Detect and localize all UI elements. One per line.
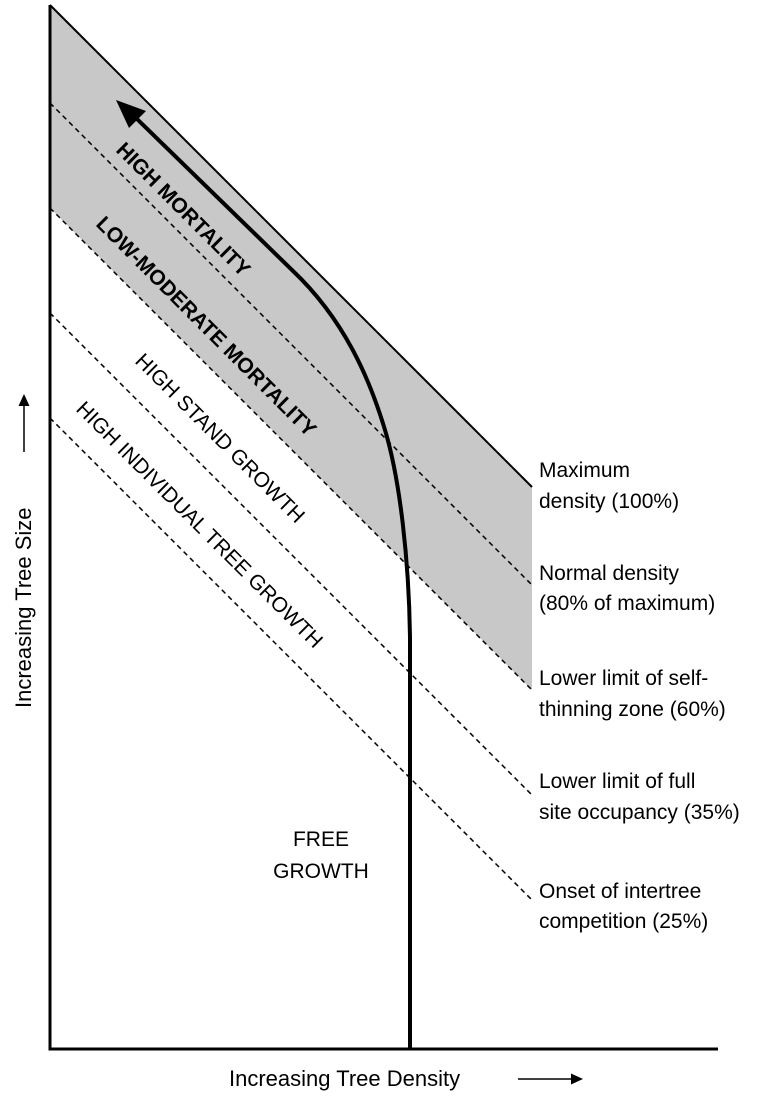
x-axis-arrow-head bbox=[571, 1073, 583, 1085]
label-self-thinning-line1: Lower limit of self- bbox=[539, 667, 708, 690]
label-intertree-competition-line2: competition (25%) bbox=[539, 910, 708, 933]
label-full-occupancy-line1: Lower limit of full bbox=[539, 770, 695, 793]
y-axis-arrow-head bbox=[18, 394, 30, 406]
label-normal-density-line2: (80% of maximum) bbox=[539, 592, 715, 615]
self-thinning-zone-shading bbox=[50, 5, 532, 690]
zone-label-free-growth-line2: GROWTH bbox=[273, 860, 369, 883]
label-full-occupancy-line2: site occupancy (35%) bbox=[539, 801, 740, 824]
intertree-competition-line bbox=[49, 417, 533, 901]
y-axis-label: Increasing Tree Size bbox=[11, 507, 36, 708]
full-occupancy-limit-line bbox=[49, 312, 533, 796]
label-maximum-density-line2: density (100%) bbox=[539, 490, 679, 513]
self-thinning-limit-line bbox=[49, 207, 533, 691]
label-normal-density-line1: Normal density bbox=[539, 562, 680, 585]
trajectory-arrowhead bbox=[116, 100, 146, 128]
label-self-thinning-line2: thinning zone (60%) bbox=[539, 698, 726, 721]
zone-label-free-growth-line1: FREE bbox=[293, 828, 349, 851]
x-axis-label: Increasing Tree Density bbox=[229, 1066, 460, 1091]
maximum-density-line bbox=[49, 4, 533, 488]
label-intertree-competition-line1: Onset of intertree bbox=[539, 880, 701, 903]
label-maximum-density-line1: Maximum bbox=[539, 459, 630, 482]
stand-trajectory-curve bbox=[134, 116, 412, 1049]
normal-density-line bbox=[49, 102, 533, 586]
